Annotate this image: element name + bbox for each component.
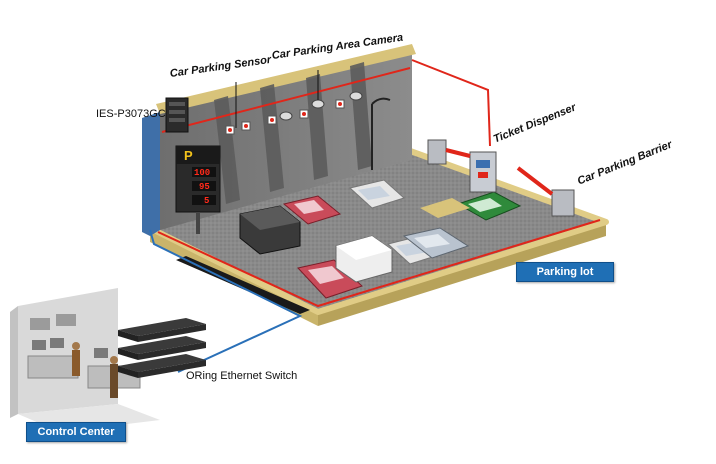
parking-lot-badge: Parking lot <box>516 262 614 282</box>
parking-sensors <box>225 99 345 135</box>
parking-guidance-sign: P 100 95 5 <box>175 145 221 234</box>
trucks <box>239 205 393 283</box>
wall-top-cap <box>156 44 416 114</box>
sign-value-1: 100 <box>194 168 210 178</box>
cars <box>282 179 522 299</box>
car-silver <box>402 227 470 259</box>
back-wall <box>160 52 412 230</box>
lamp-post <box>371 97 391 170</box>
car-white-1 <box>348 179 405 209</box>
exit-barrier <box>516 166 575 217</box>
wall-red-cable-2 <box>411 59 491 147</box>
floor-edge-right <box>318 222 606 326</box>
wall-red-cable <box>161 67 411 133</box>
floor-red-cable <box>157 219 601 308</box>
control-center-room <box>10 288 160 432</box>
operator-1 <box>72 342 80 376</box>
truck-white <box>335 235 393 283</box>
operator-2 <box>110 356 118 398</box>
ies-label: IES-P3073GC <box>96 108 166 120</box>
left-wall <box>142 112 160 236</box>
oring-switch-stack <box>118 318 206 378</box>
oring-label: ORing Ethernet Switch <box>186 370 298 382</box>
car-green-1 <box>456 191 522 221</box>
network-blue-cable <box>149 229 303 373</box>
car-red-2 <box>297 259 363 299</box>
ticket-dispenser-machine <box>469 151 497 193</box>
floor-pad <box>420 198 470 218</box>
leader-lines <box>235 70 319 128</box>
truck-dark <box>239 205 301 255</box>
control-center-badge: Control Center <box>26 422 126 442</box>
sign-value-3: 5 <box>204 196 209 206</box>
sign-value-2: 95 <box>199 182 210 192</box>
sign-letter: P <box>184 148 193 163</box>
car-red-1 <box>282 195 342 225</box>
entry-barrier <box>427 139 471 165</box>
ies-switch <box>165 97 189 133</box>
wall-pillars <box>214 62 372 204</box>
